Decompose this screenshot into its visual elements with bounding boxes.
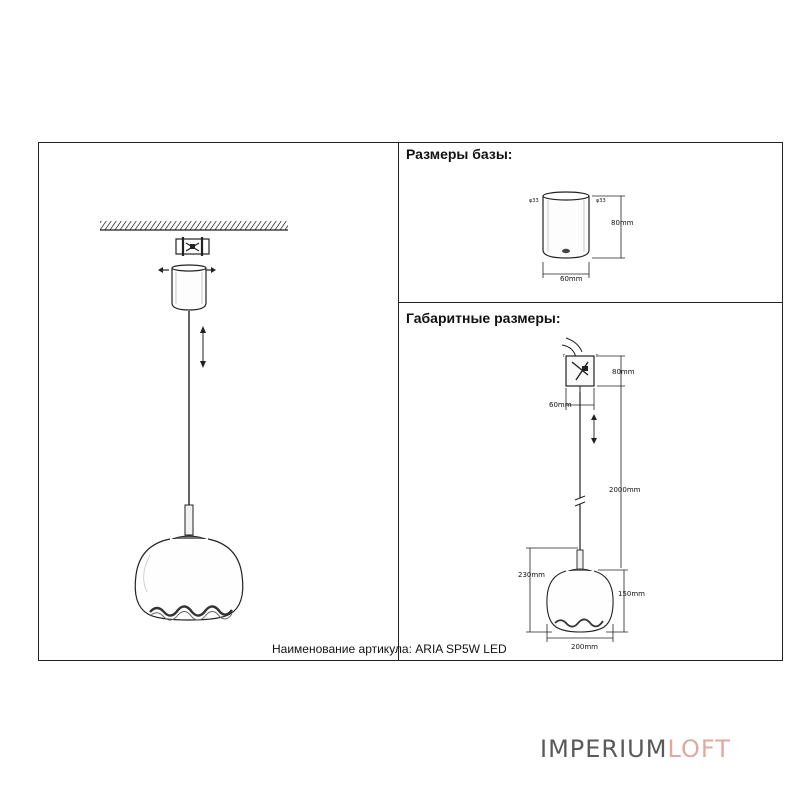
overall-drawing: r r xyxy=(526,337,628,642)
canopy xyxy=(171,264,207,311)
mounting-bracket xyxy=(175,237,210,256)
article-name: Наименование артикула: ARIA SP5W LED xyxy=(272,642,507,656)
shade-height-label: 150mm xyxy=(618,590,645,598)
total-height-label: 230mm xyxy=(518,571,545,579)
brand-logo: IMPERIUMLOFT xyxy=(540,735,731,763)
brand-logo-part1: IMPERIUM xyxy=(540,735,668,763)
base-dimensions-heading: Размеры базы: xyxy=(406,146,513,162)
pendant-illustration xyxy=(100,221,288,621)
overall-canopy-height-label: 80mm xyxy=(612,368,635,376)
svg-text:φ33: φ33 xyxy=(529,198,539,204)
svg-text:r: r xyxy=(563,353,566,359)
base-canopy-drawing: φ33 φ33 xyxy=(529,191,625,278)
glass-shade xyxy=(134,538,244,621)
overall-canopy-width-label: 60mm xyxy=(549,401,572,409)
cord-length-label: 2000mm xyxy=(609,486,641,494)
brand-logo-part2: LOFT xyxy=(667,735,731,763)
base-height-label: 80mm xyxy=(611,219,634,227)
drawing-frame xyxy=(38,142,783,661)
overall-dimensions-heading: Габаритные размеры: xyxy=(406,310,561,326)
shade-width-label: 200mm xyxy=(571,643,598,651)
base-width-label: 60mm xyxy=(560,275,583,283)
adjust-arrow xyxy=(200,326,206,368)
svg-text:φ33: φ33 xyxy=(596,198,606,204)
shade-rim-pattern xyxy=(149,605,233,617)
